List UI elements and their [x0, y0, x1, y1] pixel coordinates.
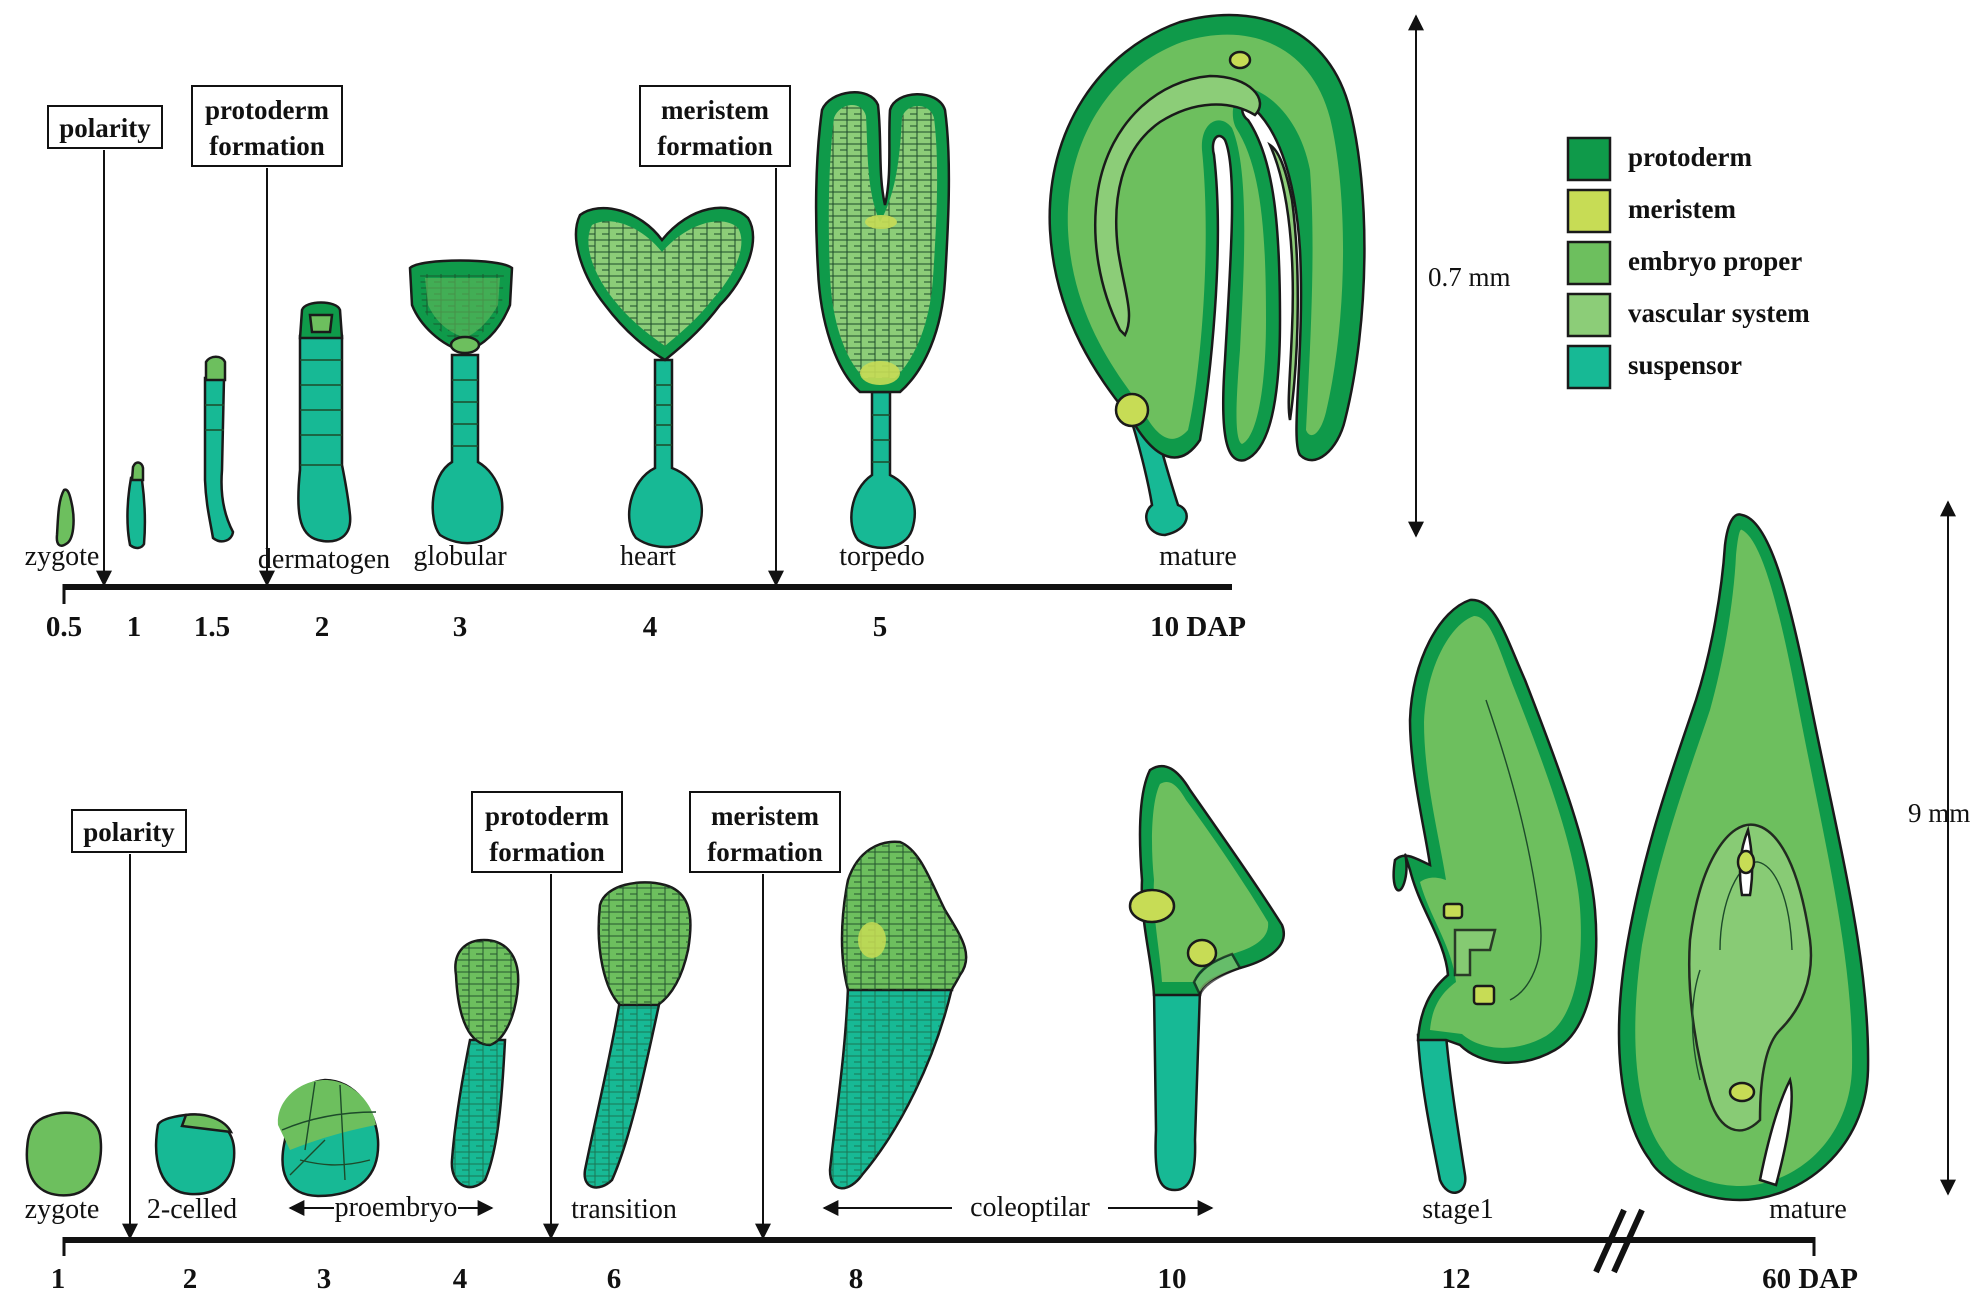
- bottom-mature-shape: [1617, 513, 1870, 1202]
- top-event-label: polarity: [59, 113, 151, 143]
- bottom-embryos: [25, 513, 1870, 1202]
- top-tick-label: 1.5: [194, 611, 230, 643]
- top-event-markers: polarity protoderm formation meristem fo…: [47, 85, 791, 587]
- top-event-label: protoderm: [205, 95, 329, 125]
- top-stage-label: globular: [413, 541, 507, 572]
- bottom-scale-bar: 9 mm: [1908, 500, 1970, 1196]
- bottom-tick-label: 8: [849, 1263, 864, 1295]
- top-tick-label: 0.5: [46, 611, 82, 643]
- legend-swatch-suspensor: [1566, 344, 1612, 390]
- bottom-event-label: protoderm: [485, 801, 609, 831]
- bottom-event-label: polarity: [83, 817, 175, 847]
- bottom-stage-label: mature: [1769, 1194, 1847, 1225]
- bottom-event-label: formation: [489, 837, 604, 867]
- top-1dap-shape: [126, 461, 147, 550]
- top-stage-label: zygote: [25, 541, 100, 572]
- top-tick-label: 4: [643, 611, 658, 643]
- bottom-2-celled-shape: [154, 1113, 236, 1196]
- top-event-label: formation: [209, 131, 324, 161]
- bottom-tick-label: 6: [607, 1263, 622, 1295]
- legend-swatch-protoderm: [1566, 136, 1612, 182]
- bottom-proembryo-4-shape: [450, 938, 520, 1189]
- top-timeline: [62, 584, 1232, 604]
- bottom-transition-shape: [583, 881, 692, 1189]
- top-tick-labels: 0.5 1 1.5 2 3 4 5 10 DAP: [46, 611, 1246, 643]
- legend-label: suspensor: [1628, 350, 1742, 380]
- top-mature-shape: [1048, 13, 1366, 537]
- legend: protoderm meristem embryo proper vascula…: [1566, 136, 1810, 390]
- top-stage-label: torpedo: [839, 541, 925, 572]
- bottom-10dap-shape: [1128, 764, 1285, 1192]
- top-scale-label: 0.7 mm: [1428, 262, 1511, 292]
- bottom-tick-label: 4: [453, 1263, 468, 1295]
- bottom-proembryo-3-shape: [277, 1078, 380, 1198]
- top-embryos: [55, 13, 1366, 550]
- bottom-stage-label: stage1: [1422, 1194, 1494, 1225]
- bottom-stage-labels: zygote 2-celled proembryo transition col…: [25, 1192, 1847, 1225]
- bottom-event-box: [689, 791, 841, 873]
- bottom-event-box: [71, 809, 187, 853]
- bottom-coleoptilar-shape: [828, 840, 968, 1190]
- top-tick-label: 1: [127, 611, 142, 643]
- bottom-zygote-shape: [25, 1111, 103, 1197]
- bottom-tick-label: 60 DAP: [1762, 1263, 1858, 1295]
- bottom-stage-label: 2-celled: [147, 1194, 237, 1225]
- top-torpedo-shape: [814, 91, 951, 550]
- top-tick-label: 5: [873, 611, 888, 643]
- top-event-box: [639, 85, 791, 167]
- top-stage-label: mature: [1159, 541, 1237, 572]
- legend-label: meristem: [1628, 194, 1736, 224]
- top-tick-label: 10 DAP: [1150, 611, 1246, 643]
- top-stage-label: heart: [620, 541, 676, 572]
- top-scale-bar: 0.7 mm: [1408, 14, 1511, 538]
- top-event-label: formation: [657, 131, 772, 161]
- bottom-event-label: meristem: [711, 801, 819, 831]
- axis-break-mark: [1593, 1208, 1627, 1274]
- top-event-box: [191, 85, 343, 167]
- top-event-label: meristem: [661, 95, 769, 125]
- bottom-stage-label: transition: [571, 1194, 677, 1225]
- legend-label: vascular system: [1628, 298, 1810, 328]
- top-stage-labels: zygote dermatogen globular heart torpedo…: [25, 541, 1237, 575]
- top-1-5dap-shape: [203, 355, 235, 543]
- bottom-timeline: [62, 1208, 1816, 1274]
- axis-break-mark: [1611, 1208, 1645, 1274]
- bottom-tick-labels: 1 2 3 4 6 8 10 12 60 DAP: [51, 1263, 1858, 1295]
- bottom-stage-label: proembryo: [335, 1192, 458, 1223]
- top-tick-label: 3: [453, 611, 468, 643]
- top-stage-label: dermatogen: [258, 544, 390, 575]
- top-globular-shape: [408, 259, 514, 545]
- legend-label: protoderm: [1628, 142, 1752, 172]
- bottom-event-markers: polarity protoderm formation meristem fo…: [71, 791, 841, 1240]
- bottom-tick-label: 12: [1442, 1263, 1471, 1295]
- top-heart-shape: [574, 206, 755, 549]
- bottom-event-label: formation: [707, 837, 822, 867]
- top-event-box: [47, 105, 163, 149]
- bottom-stage1-shape: [1392, 598, 1598, 1194]
- bottom-scale-label: 9 mm: [1908, 798, 1970, 828]
- top-zygote-shape: [55, 488, 75, 547]
- top-dermatogen-shape: [297, 301, 352, 543]
- legend-swatch-vascular-system: [1566, 292, 1612, 338]
- bottom-stage-label: zygote: [25, 1194, 100, 1225]
- bottom-tick-label: 1: [51, 1263, 66, 1295]
- bottom-event-box: [471, 791, 623, 873]
- top-tick-label: 2: [315, 611, 330, 643]
- legend-swatch-embryo-proper: [1566, 240, 1612, 286]
- bottom-tick-label: 10: [1158, 1263, 1187, 1295]
- bottom-tick-label: 2: [183, 1263, 198, 1295]
- legend-label: embryo proper: [1628, 246, 1802, 276]
- bottom-tick-label: 3: [317, 1263, 332, 1295]
- bottom-stage-label: coleoptilar: [970, 1192, 1090, 1223]
- legend-swatch-meristem: [1566, 188, 1612, 234]
